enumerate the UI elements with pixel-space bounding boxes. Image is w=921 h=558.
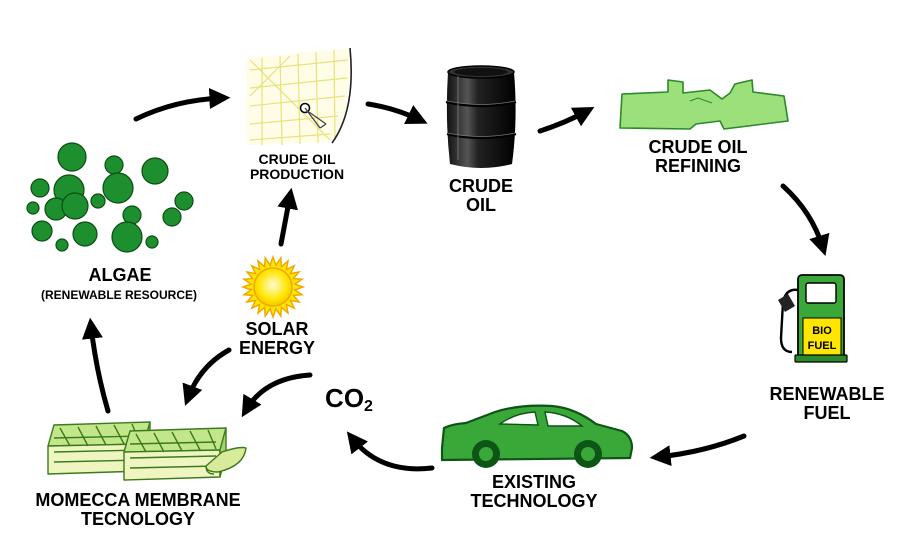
arrow-refining-to-fuel — [780, 183, 830, 257]
crude-oil-label: CRUDE OIL — [421, 176, 541, 216]
existing-technology-line2: TECHNOLOGY — [470, 491, 598, 512]
co2-label: CO2 — [314, 383, 384, 415]
co2-text: CO — [325, 383, 365, 413]
crude-oil-production-line1: CRUDE OIL — [258, 151, 336, 167]
refinery-silhouette-icon — [619, 79, 789, 130]
renewable-fuel-label: RENEWABLE FUEL — [752, 384, 902, 424]
solar-energy-line2: ENERGY — [238, 338, 316, 359]
membrane-line1: MOMECCA MEMBRANE — [35, 490, 241, 510]
membrane-module-icon — [47, 421, 247, 481]
algae-title: ALGAE — [88, 265, 152, 285]
fuel-pump-icon — [778, 274, 848, 363]
arrow-crude-oil-to-refining — [537, 106, 595, 134]
arrow-algae-to-production — [133, 88, 231, 122]
crude-oil-line2: OIL — [466, 195, 496, 216]
pump-label-line1: BIO — [812, 325, 832, 337]
algae-label: ALGAE — [70, 265, 170, 285]
solar-energy-label: SOLAR ENERGY — [222, 319, 332, 359]
arrow-co2-to-membrane — [241, 372, 313, 418]
algae-subtitle: (RENEWABLE RESOURCE) — [40, 288, 197, 302]
arrow-solar-to-membrane — [182, 347, 232, 406]
existing-technology-label: EXISTING TECHNOLOGY — [444, 472, 624, 512]
renewable-fuel-line2: FUEL — [803, 403, 851, 424]
existing-technology-line1: EXISTING — [491, 472, 576, 492]
cycle-arrows — [81, 88, 830, 472]
arrow-existing-technology-to-co2 — [346, 431, 435, 472]
membrane-label: MOMECCA MEMBRANE TECNOLOGY — [8, 490, 268, 530]
sun-icon — [240, 254, 306, 320]
co2-subscript: 2 — [364, 398, 373, 415]
arrow-fuel-to-existing-technology — [649, 433, 747, 467]
crude-oil-refining-line1: CRUDE OIL — [648, 137, 748, 157]
crude-oil-production-line2: PRODUCTION — [249, 166, 345, 183]
algae-cluster-icon — [26, 142, 194, 253]
renewable-fuel-line1: RENEWABLE — [769, 384, 885, 404]
crude-oil-refining-label: CRUDE OIL REFINING — [623, 137, 773, 177]
crude-oil-production-label: CRUDE OIL PRODUCTION — [222, 151, 372, 183]
arrow-membrane-to-algae — [81, 317, 111, 414]
pump-label-line2: FUEL — [808, 340, 837, 352]
oil-barrel-icon — [445, 65, 517, 168]
sun-core — [253, 267, 293, 307]
arrow-production-to-crude-oil — [365, 101, 428, 125]
membrane-line2: TECNOLOGY — [80, 509, 195, 530]
car-icon — [440, 404, 634, 468]
solar-energy-line1: SOLAR — [245, 319, 309, 339]
solar-dish-icon — [246, 47, 352, 146]
crude-oil-refining-line2: REFINING — [654, 156, 741, 177]
crude-oil-line1: CRUDE — [448, 176, 513, 196]
arrow-solar-to-production — [277, 187, 298, 247]
